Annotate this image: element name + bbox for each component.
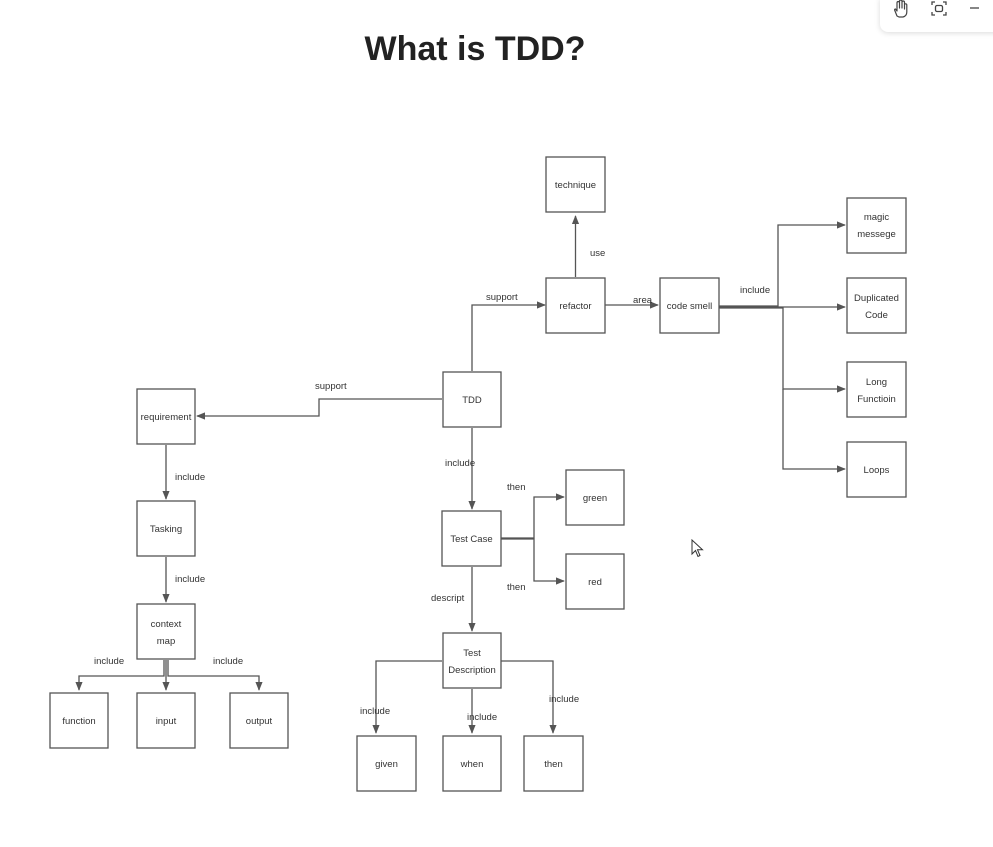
node-duplicated-code[interactable]: Duplicated Code <box>846 277 907 334</box>
minimize-button[interactable] <box>960 0 990 20</box>
node-tasking[interactable]: Tasking <box>136 500 196 557</box>
node-technique[interactable]: technique <box>545 156 606 213</box>
node-loops[interactable]: Loops <box>846 441 907 498</box>
edge-label-include-context: include <box>175 574 205 585</box>
node-function[interactable]: function <box>49 692 109 749</box>
node-test-description[interactable]: Test Description <box>442 632 502 689</box>
edge-label-include-smells: include <box>740 285 770 296</box>
node-label: Loops <box>864 465 890 476</box>
edge-label-include-tasking: include <box>175 472 205 483</box>
node-label: red <box>588 577 602 588</box>
edge-codesmell-loops <box>782 389 846 473</box>
fit-view-button[interactable] <box>924 0 954 20</box>
node-label: function <box>62 716 95 727</box>
node-label: code smell <box>667 301 712 312</box>
edge-label-include-function: include <box>94 656 124 667</box>
edge-context-output <box>167 660 263 691</box>
edge-codesmell-long <box>719 307 846 393</box>
edge-label-include-given: include <box>360 706 390 717</box>
node-label: Test Case <box>450 534 492 545</box>
hand-icon <box>894 0 908 18</box>
node-context-map[interactable]: context map <box>136 603 196 660</box>
node-label: requirement <box>141 412 192 423</box>
node-label: output <box>246 716 273 727</box>
node-output[interactable]: output <box>229 692 289 749</box>
edge-context-function <box>75 660 165 691</box>
edge-label-descript: descript <box>431 593 465 604</box>
edge-label-area: area <box>633 295 653 306</box>
edge-description-given <box>372 660 442 734</box>
edge-label-support-requirement: support <box>315 381 347 392</box>
canvas-toolbar <box>880 0 993 32</box>
edge-label-then-green: then <box>507 482 526 493</box>
edge-labels: use support area include support include… <box>94 248 770 723</box>
edge-tdd-refactor <box>471 301 546 371</box>
hand-tool-button[interactable] <box>886 0 916 20</box>
node-label: technique <box>555 180 596 191</box>
node-tdd[interactable]: TDD <box>442 371 502 428</box>
node-given[interactable]: given <box>356 735 417 792</box>
edge-description-then <box>501 660 557 734</box>
node-label: green <box>583 493 607 504</box>
edge-label-use: use <box>590 248 605 259</box>
node-label: messege <box>857 229 896 240</box>
node-label: when <box>460 759 484 770</box>
node-green[interactable]: green <box>565 469 625 526</box>
node-label: context <box>151 619 182 630</box>
nodes: technique refactor code smell magic mess… <box>49 156 907 792</box>
edge-label-include-testcase: include <box>445 458 475 469</box>
node-when[interactable]: when <box>442 735 502 792</box>
edge-testcase-red <box>501 538 565 585</box>
node-label: input <box>156 716 177 727</box>
node-label: Tasking <box>150 524 182 535</box>
edge-label-include-when: include <box>467 712 497 723</box>
fit-view-icon <box>931 1 947 16</box>
node-label: TDD <box>462 395 482 406</box>
node-label: Code <box>865 310 888 321</box>
node-long-function[interactable]: Long Functioin <box>846 361 907 418</box>
edge-label-support-refactor: support <box>486 292 518 303</box>
node-label: Functioin <box>857 394 896 405</box>
node-label: then <box>544 759 563 770</box>
node-label: map <box>157 636 175 647</box>
edge-testcase-green <box>501 493 565 539</box>
node-label: Test <box>463 648 481 659</box>
node-requirement[interactable]: requirement <box>136 388 196 445</box>
node-refactor[interactable]: refactor <box>545 277 606 334</box>
node-label: magic <box>864 212 890 223</box>
edge-label-include-then: include <box>549 694 579 705</box>
node-label: given <box>375 759 398 770</box>
edge-codesmell-magic <box>719 221 846 307</box>
mouse-cursor-icon <box>691 539 704 558</box>
node-magic-messege[interactable]: magic messege <box>846 197 907 254</box>
edge-label-include-output: include <box>213 656 243 667</box>
node-label: Duplicated <box>854 293 899 304</box>
node-red[interactable]: red <box>565 553 625 610</box>
node-test-case[interactable]: Test Case <box>441 510 502 567</box>
page-title: What is TDD? <box>364 30 586 68</box>
node-input[interactable]: input <box>136 692 196 749</box>
edge-tdd-requirement <box>196 398 442 420</box>
node-label: refactor <box>559 301 591 312</box>
node-label: Long <box>866 377 887 388</box>
node-then[interactable]: then <box>523 735 584 792</box>
minimize-icon <box>970 7 979 9</box>
edges <box>75 215 846 734</box>
edge-label-then-red: then <box>507 582 526 593</box>
node-label: Description <box>448 665 496 676</box>
node-code-smell[interactable]: code smell <box>659 277 720 334</box>
